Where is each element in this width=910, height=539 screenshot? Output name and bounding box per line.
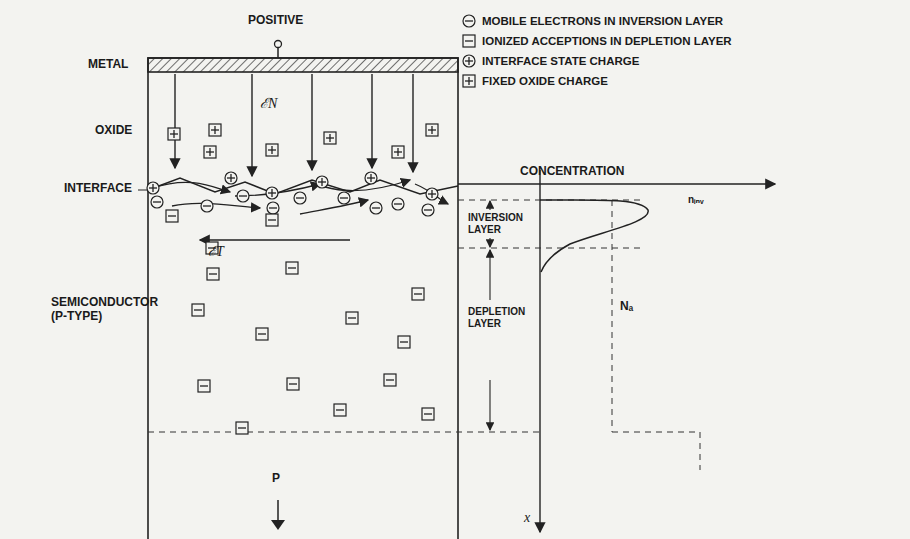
interface-symbol — [147, 182, 159, 194]
oxide-symbol — [463, 75, 475, 87]
interface-symbol — [463, 55, 475, 67]
dashed-level — [700, 432, 701, 470]
legend-symbol — [462, 54, 476, 68]
region-label: INVERSION LAYER — [466, 212, 518, 235]
electron-flow-arrows — [152, 180, 448, 214]
legend-symbol — [462, 14, 476, 28]
oxide-symbol — [392, 146, 404, 158]
curve-label: nᵢₙᵥ — [688, 194, 704, 206]
electron-symbol — [463, 15, 475, 27]
oxide-symbol — [266, 144, 278, 156]
legend-row: INTERFACE STATE CHARGE — [462, 54, 639, 68]
oxide-symbol — [204, 146, 216, 158]
oxide-symbol — [426, 124, 438, 136]
acceptor-level — [612, 200, 613, 432]
acceptor-symbol — [287, 378, 299, 390]
depth-axis — [539, 170, 540, 532]
electron-symbol — [338, 192, 350, 204]
acceptor-symbol — [256, 328, 268, 340]
interface-symbol — [316, 176, 328, 188]
electron-symbol — [294, 192, 306, 204]
layer-label: METAL — [88, 58, 128, 72]
acceptor-symbol — [463, 35, 475, 47]
layer-label: OXIDE — [95, 124, 132, 138]
acceptor-symbol — [286, 262, 298, 274]
curve-label: Nₐ — [620, 300, 633, 314]
acceptor-symbol — [384, 374, 396, 386]
interface-symbol — [365, 172, 377, 184]
concentration-axis — [458, 183, 775, 184]
polarity-label: POSITIVE — [248, 14, 303, 28]
terminal-wire — [277, 48, 279, 58]
layer-label: SEMICONDUCTOR (P-TYPE) — [51, 296, 146, 324]
acceptor-symbol — [198, 380, 210, 392]
field-label: ℰT — [208, 244, 224, 260]
layer-label: INTERFACE — [64, 182, 132, 196]
normal-field-arrows — [175, 74, 413, 176]
legend-row: FIXED OXIDE CHARGE — [462, 74, 608, 88]
region-label: P — [272, 472, 280, 486]
dashed-level — [612, 432, 700, 433]
electron-symbol — [237, 190, 249, 202]
electron-symbol — [151, 196, 163, 208]
dashed-level — [458, 248, 640, 249]
field-label: ℰN — [258, 96, 279, 112]
acceptor-symbol — [334, 404, 346, 416]
interface-line — [148, 178, 458, 194]
acceptor-symbol — [166, 210, 178, 222]
tangential-field-arrow — [200, 239, 350, 240]
acceptor-symbol — [266, 214, 278, 226]
legend-symbol — [462, 74, 476, 88]
inversion-profile — [540, 200, 648, 272]
legend-row: IONIZED ACCEPTIONS IN DEPLETION LAYER — [462, 34, 732, 48]
axis-label: x — [524, 510, 530, 526]
ground-symbol — [271, 520, 285, 530]
electron-symbol — [392, 198, 404, 210]
electron-symbol — [370, 202, 382, 214]
acceptor-symbol — [346, 312, 358, 324]
device-outline — [148, 58, 458, 539]
legend-text: INTERFACE STATE CHARGE — [482, 55, 639, 67]
electron-symbol — [267, 202, 279, 214]
electron-symbol — [201, 200, 213, 212]
electron-symbol — [422, 204, 434, 216]
depletion-edge — [148, 431, 540, 432]
oxide-symbol — [324, 132, 336, 144]
acceptor-symbol — [192, 304, 204, 316]
acceptor-symbol — [207, 268, 219, 280]
leader — [138, 190, 148, 191]
terminal — [275, 41, 282, 48]
oxide-symbol — [209, 124, 221, 136]
legend-text: FIXED OXIDE CHARGE — [482, 75, 608, 87]
acceptor-symbol — [236, 422, 248, 434]
axis-label: CONCENTRATION — [520, 165, 624, 179]
interface-symbol — [426, 188, 438, 200]
metal-gate — [148, 58, 458, 72]
region-label: DEPLETION LAYER — [466, 306, 518, 329]
legend-row: MOBILE ELECTRONS IN INVERSION LAYER — [462, 14, 723, 28]
oxide-symbol — [168, 128, 180, 140]
acceptor-symbol — [422, 408, 434, 420]
legend-symbol — [462, 34, 476, 48]
interface-symbol — [266, 187, 278, 199]
acceptor-symbol — [412, 288, 424, 300]
interface-symbol — [225, 172, 237, 184]
legend-text: IONIZED ACCEPTIONS IN DEPLETION LAYER — [482, 35, 732, 47]
legend-text: MOBILE ELECTRONS IN INVERSION LAYER — [482, 15, 723, 27]
acceptor-symbol — [398, 336, 410, 348]
